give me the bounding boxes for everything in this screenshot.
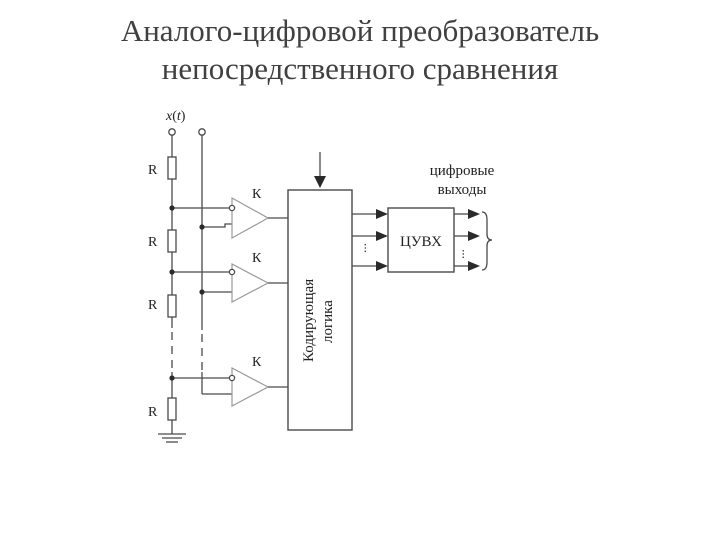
comparator-3 <box>231 367 270 407</box>
title-line-2: непосредственного сравнения <box>161 51 559 86</box>
comparator-input <box>228 204 236 212</box>
resistor-2 <box>167 229 177 253</box>
arrow-right-icon <box>376 209 388 219</box>
resistor-4 <box>167 397 177 421</box>
junction-dot <box>169 269 175 275</box>
register-label: ЦУВХ <box>400 234 442 250</box>
input-label: x(t) <box>165 109 186 124</box>
resistor-label: R <box>148 405 158 420</box>
resistor-label: R <box>148 163 158 178</box>
resistor-3 <box>167 294 177 318</box>
clock-arrow-icon <box>314 176 326 188</box>
outputs-label-line2: выходы <box>438 182 487 198</box>
comparator-2 <box>231 263 270 303</box>
title-line-1: Аналого-цифровой преобразователь <box>120 13 600 48</box>
encoding-logic-label-line1: Кодирующая <box>301 279 317 362</box>
output-ellipsis: ... <box>452 249 467 259</box>
junction-dot <box>199 224 205 230</box>
comparator-input <box>228 268 236 276</box>
arrow-right-icon <box>468 231 480 241</box>
signal-tap-wire <box>202 223 232 228</box>
page-title: Аналого-цифровой преобразователь непосре… <box>0 12 720 88</box>
reference-terminal <box>198 128 206 136</box>
arrow-right-icon <box>468 261 480 271</box>
output-brace <box>481 211 493 271</box>
register-block <box>387 207 455 273</box>
resistor-1 <box>167 156 177 180</box>
comparator-label: К <box>252 355 262 370</box>
bus-ellipsis: ... <box>354 243 369 253</box>
junction-dot <box>169 375 175 381</box>
arrow-right-icon <box>468 209 480 219</box>
comparator-label: К <box>252 251 262 266</box>
encoding-logic-block <box>287 189 353 431</box>
resistor-label: R <box>148 235 158 250</box>
input-terminal <box>168 128 176 136</box>
arrow-right-icon <box>376 231 388 241</box>
encoding-logic-label-line2: логика <box>320 300 336 343</box>
outputs-label-line1: цифровые <box>430 163 495 179</box>
arrow-right-icon <box>376 261 388 271</box>
junction-dot <box>169 205 175 211</box>
resistor-label: R <box>148 298 158 313</box>
comparator-input <box>228 374 236 382</box>
comparator-1 <box>231 196 270 240</box>
junction-dot <box>199 289 205 295</box>
comparator-label: К <box>252 187 262 202</box>
